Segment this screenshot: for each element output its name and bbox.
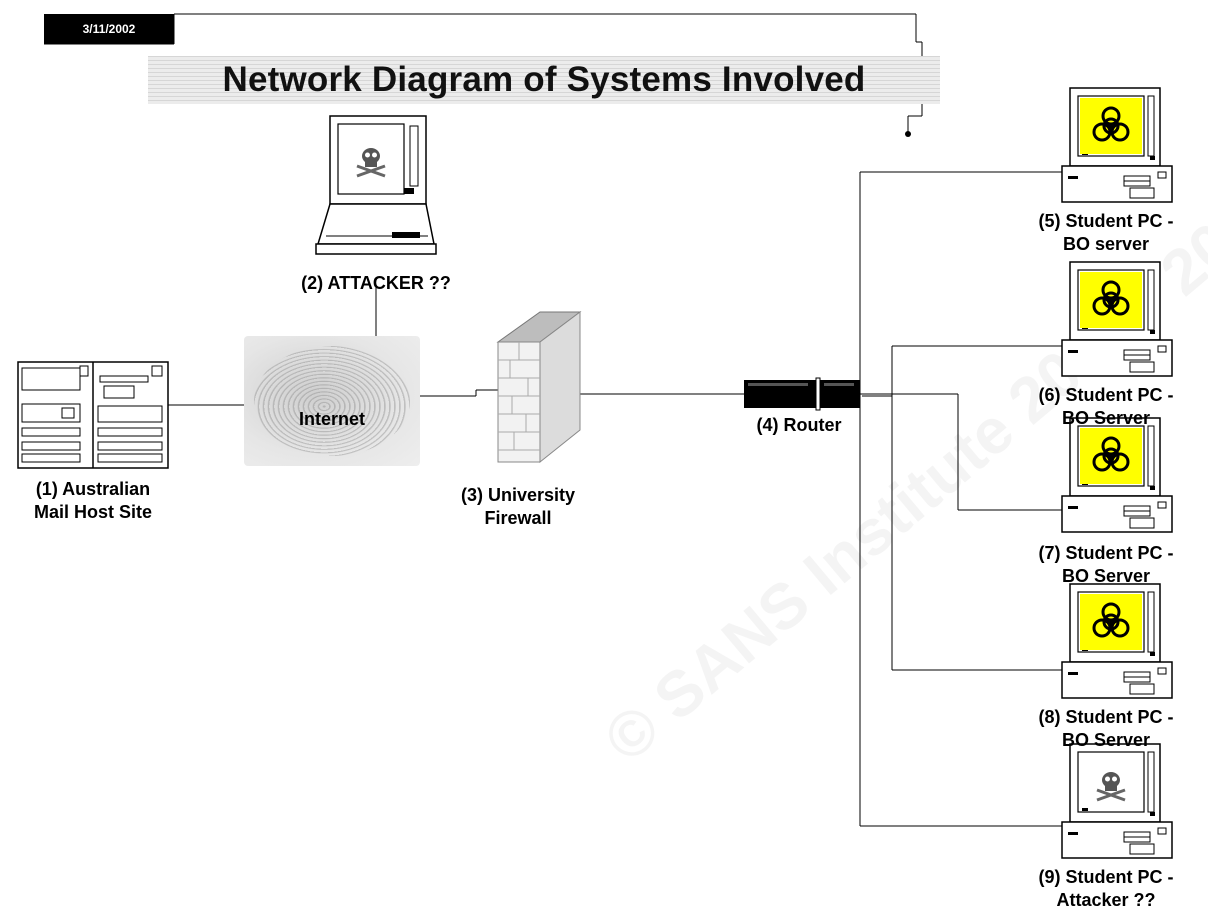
server-rack-icon	[17, 361, 169, 469]
laptop-skull-icon	[315, 115, 437, 255]
pc5-label-line2: BO server	[1062, 234, 1150, 254]
pc6-label-line2: BO Server	[1061, 408, 1151, 428]
mailhost-label: (1) Australian Mail Host Site	[0, 478, 186, 524]
title-banner: Network Diagram of Systems Involved	[148, 56, 940, 104]
router-icon	[744, 377, 860, 411]
pc9-label: (9) Student PC - Attacker ??	[1004, 866, 1208, 912]
date-label: 3/11/2002	[44, 14, 174, 44]
pc8-label: (8) Student PC - BO Server	[1004, 706, 1208, 752]
pc9-label-line1: (9) Student PC -	[1038, 867, 1174, 887]
firewall-label-line2: Firewall	[484, 508, 552, 528]
pc8-label-line2: BO Server	[1061, 730, 1151, 750]
biohazard-pc-icon	[1061, 261, 1173, 377]
pc7-label-line1: (7) Student PC -	[1038, 543, 1174, 563]
mailhost-label-line1: (1) Australian	[35, 479, 151, 499]
internet-label: Internet	[298, 409, 365, 429]
page-title: Network Diagram of Systems Involved	[222, 60, 866, 99]
router-label: (4) Router	[756, 415, 842, 435]
pc5-label-line1: (5) Student PC -	[1038, 211, 1174, 231]
firewall-label-line1: (3) University	[460, 485, 576, 505]
attacker-label: (2) ATTACKER ??	[301, 273, 451, 293]
pc9-label-line2: Attacker ??	[1056, 890, 1156, 910]
pc7-label: (7) Student PC - BO Server	[1004, 542, 1208, 588]
internet-cloud-icon	[244, 336, 420, 466]
pc8-label-line1: (8) Student PC -	[1038, 707, 1174, 727]
pc6-label: (6) Student PC - BO Server	[1004, 384, 1208, 430]
biohazard-pc-icon	[1061, 87, 1173, 203]
pc5-label: (5) Student PC - BO server	[1004, 210, 1208, 256]
biohazard-pc-icon	[1061, 417, 1173, 533]
pc6-label-line1: (6) Student PC -	[1038, 385, 1174, 405]
mailhost-label-line2: Mail Host Site	[33, 502, 153, 522]
skull-pc-icon	[1061, 743, 1173, 859]
brick-firewall-icon	[496, 311, 582, 464]
biohazard-pc-icon	[1061, 583, 1173, 699]
firewall-label: (3) University Firewall	[420, 484, 616, 530]
pc7-label-line2: BO Server	[1061, 566, 1151, 586]
